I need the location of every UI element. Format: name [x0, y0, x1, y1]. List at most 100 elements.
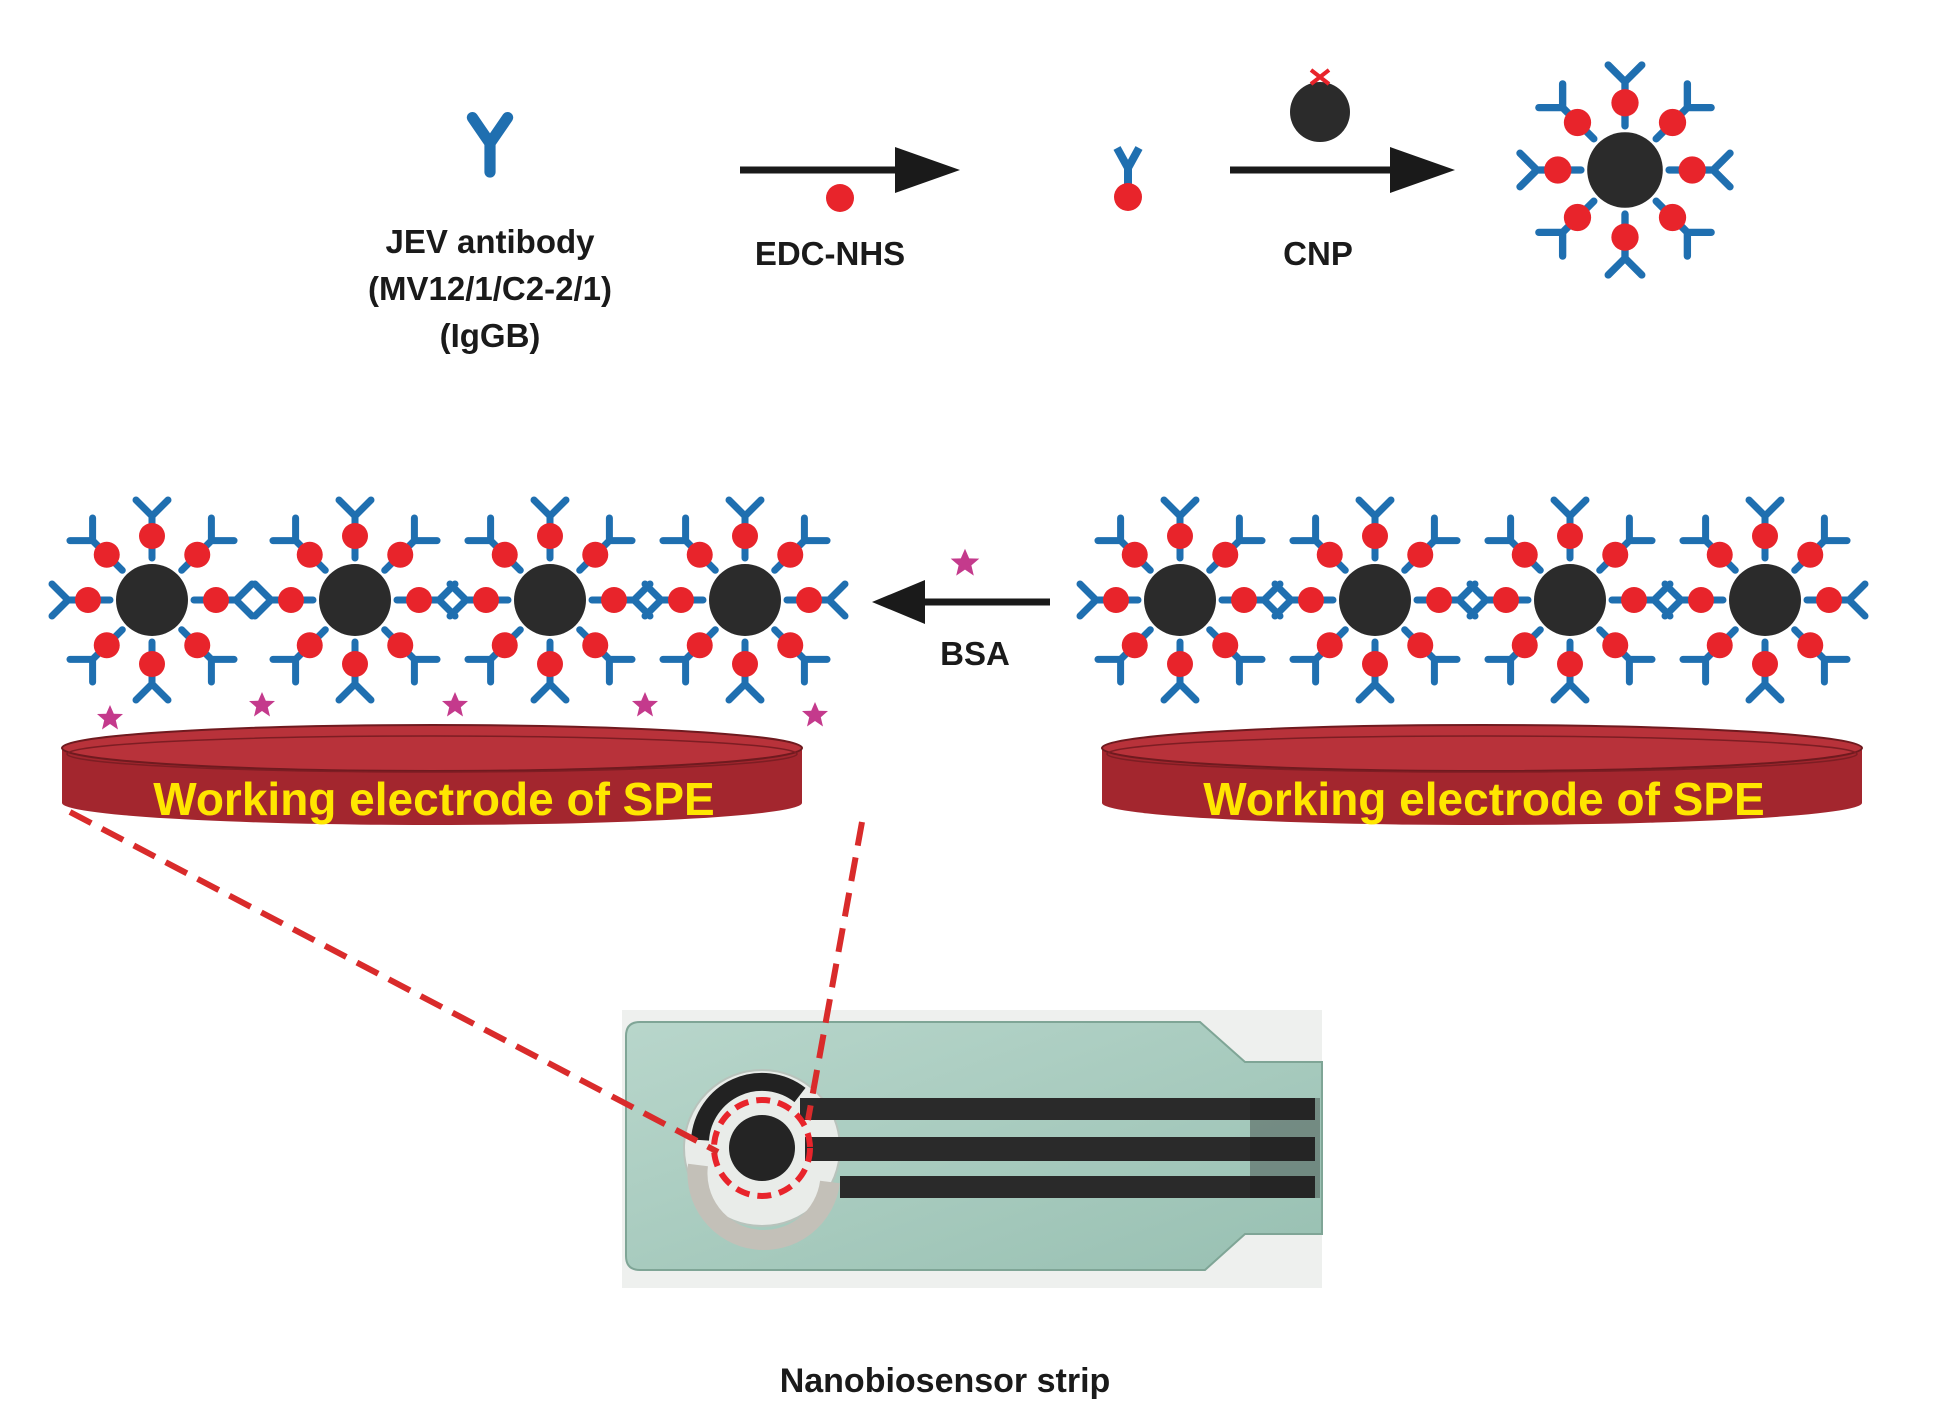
linker-dot-icon	[1407, 541, 1434, 568]
linker-dot-icon	[1316, 632, 1343, 659]
linker-dot-icon	[1167, 523, 1193, 549]
linker-dot-icon	[796, 587, 822, 613]
antibody-icon	[472, 118, 507, 172]
nanoparticle-icon	[1144, 564, 1216, 636]
conjugate-cluster	[1661, 496, 1869, 704]
linker-dot-icon	[1557, 651, 1583, 677]
linker-dot-icon	[601, 587, 627, 613]
linker-dot-icon	[491, 632, 518, 659]
linker-dot-icon	[1544, 156, 1572, 184]
nanoparticle-icon	[319, 564, 391, 636]
linker-dot-icon	[1563, 203, 1592, 232]
linker-dot-icon	[1678, 156, 1706, 184]
linker-dot-icon	[1797, 541, 1824, 568]
linker-dot-icon	[1212, 632, 1239, 659]
nanoparticle-icon	[514, 564, 586, 636]
working-electrode-highlight	[711, 1097, 813, 1199]
linker-dot-icon	[1602, 541, 1629, 568]
electrode-left-label: Working electrode of SPE	[153, 773, 714, 825]
linker-dot-icon	[686, 632, 713, 659]
linker-dot-icon	[93, 632, 120, 659]
free-antibody	[472, 118, 507, 172]
linker-dot-icon	[1706, 541, 1733, 568]
linker-dot-icon	[668, 587, 694, 613]
linker-dot-icon	[296, 541, 323, 568]
activated-antibody	[1113, 146, 1143, 211]
contact-track	[800, 1098, 1315, 1120]
linker-dot-icon	[75, 587, 101, 613]
linker-dot-icon	[1103, 587, 1129, 613]
contact-track	[840, 1176, 1315, 1198]
immobilized-conjugates-blocked	[48, 496, 849, 704]
nanoparticle-icon	[116, 564, 188, 636]
linker-dot-icon	[1231, 587, 1257, 613]
nanobiosensor-strip	[622, 1010, 1323, 1288]
linker-dot-icon	[1121, 632, 1148, 659]
nanoparticle-icon	[1534, 564, 1606, 636]
linker-dot-icon	[296, 632, 323, 659]
cnp-label: CNP	[1283, 235, 1353, 272]
linker-dot-icon	[1797, 632, 1824, 659]
antibody-nanoparticle-conjugate	[1516, 61, 1734, 279]
edc-nhs-label: EDC-NHS	[755, 235, 905, 272]
linker-dot-icon	[1362, 523, 1388, 549]
bsa-star-icon	[442, 692, 468, 717]
linker-dot-icon	[278, 587, 304, 613]
linker-dot-icon	[537, 651, 563, 677]
linker-dot-icon	[1816, 587, 1842, 613]
linker-dot-icon	[1752, 523, 1778, 549]
nanoparticle-icon	[1290, 82, 1350, 142]
contact-track	[805, 1137, 1315, 1161]
antibody-clone-label: (MV12/1/C2-2/1)	[368, 270, 612, 307]
conjugate-cluster	[1076, 496, 1284, 704]
linker-dot-icon	[1611, 89, 1639, 117]
linker-dot-icon	[203, 587, 229, 613]
linker-dot-icon	[732, 651, 758, 677]
linker-dot-icon	[1706, 632, 1733, 659]
edc-nhs-arrow	[740, 147, 960, 212]
linker-dot-icon	[1298, 587, 1324, 613]
bsa-star-icon	[632, 692, 658, 717]
bsa-star-icon	[97, 705, 123, 730]
antibody-name-label: JEV antibody	[385, 223, 595, 260]
linker-dot-icon	[537, 523, 563, 549]
linker-dot-icon	[732, 523, 758, 549]
linker-dot-icon	[1621, 587, 1647, 613]
linker-dot-icon	[1563, 108, 1592, 137]
linker-dot-icon	[582, 632, 609, 659]
linker-dot-icon	[1611, 223, 1639, 251]
linker-dot-icon	[1511, 632, 1538, 659]
linker-dot-icon	[93, 541, 120, 568]
conjugate-cluster	[446, 496, 654, 704]
bsa-arrow	[872, 548, 1050, 624]
linker-dot-icon	[473, 587, 499, 613]
linker-dot-icon	[1688, 587, 1714, 613]
conjugate-cluster	[1466, 496, 1674, 704]
electrode-right-label: Working electrode of SPE	[1203, 773, 1764, 825]
reference-electrode	[687, 1163, 840, 1251]
linker-dot-icon	[1316, 541, 1343, 568]
linker-dot-icon	[1212, 541, 1239, 568]
working-electrode	[729, 1115, 795, 1181]
linker-dot-icon	[491, 541, 518, 568]
cnp-arrow	[1230, 68, 1455, 193]
electrode-right	[1101, 724, 1863, 825]
linker-dot-icon	[1121, 541, 1148, 568]
linker-dot-icon	[139, 651, 165, 677]
nanoparticle-icon	[1339, 564, 1411, 636]
linker-dot-icon	[1658, 108, 1687, 137]
antibody-isotype-label: (IgGB)	[440, 317, 541, 354]
strip-caption: Nanobiosensor strip	[780, 1362, 1111, 1400]
linker-dot-icon	[342, 651, 368, 677]
immobilized-conjugates	[1076, 496, 1869, 704]
zoom-indicator	[68, 809, 865, 1155]
electrode-left	[61, 724, 803, 825]
linker-dot-icon	[1407, 632, 1434, 659]
bsa-blocking-stars	[97, 692, 828, 730]
linker-dot-icon	[1167, 651, 1193, 677]
conjugate-cluster	[48, 496, 256, 704]
linker-dot-icon	[184, 632, 211, 659]
linker-dot-icon	[1511, 541, 1538, 568]
counter-electrode	[691, 1072, 806, 1141]
